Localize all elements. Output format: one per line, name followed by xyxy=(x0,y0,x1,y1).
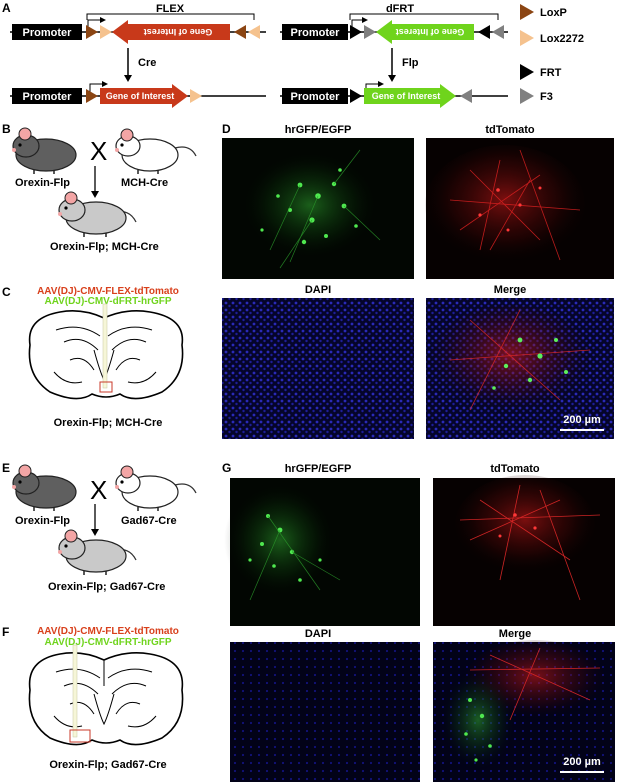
cre-label: Cre xyxy=(138,57,156,69)
title-d-gfp: hrGFP/EGFP xyxy=(285,124,352,136)
image-d-dapi xyxy=(222,298,414,439)
panel-letter-g: G xyxy=(222,461,231,475)
frt-swatch xyxy=(520,64,534,80)
panel-letter-d: D xyxy=(222,122,231,136)
mouse-offspring-e xyxy=(58,529,137,575)
dfrt-construct: dFRT Promoter Gene of Interest Flp Promo… xyxy=(280,3,508,108)
scale-label-g: 200 µm xyxy=(563,756,601,768)
caption-f: Orexin-Flp; Gad67-Cre xyxy=(49,759,166,771)
panel-letter-e: E xyxy=(2,461,10,475)
flp-label: Flp xyxy=(402,57,419,69)
title-g-tdtomato: tdTomato xyxy=(490,463,540,475)
label-offspring-b: Orexin-Flp; MCH-Cre xyxy=(50,241,159,253)
label-orexin-flp-e: Orexin-Flp xyxy=(15,515,70,527)
legend-f3: F3 xyxy=(540,91,553,103)
injection-site-f xyxy=(69,729,91,743)
title-d-merge: Merge xyxy=(494,284,526,296)
label-orexin-flp-b: Orexin-Flp xyxy=(15,177,70,189)
brain-injection-f: AAV(DJ)-CMV-FLEX-tdTomato AAV(DJ)-CMV-dF… xyxy=(28,626,184,771)
virus-flex-c: AAV(DJ)-CMV-FLEX-tdTomato xyxy=(37,286,179,297)
title-g-merge: Merge xyxy=(499,628,531,640)
panel-letter-b: B xyxy=(2,122,11,136)
image-g-gfp xyxy=(224,478,420,626)
site-legend: LoxP Lox2272 FRT F3 xyxy=(520,4,584,104)
virus-dfrt-f: AAV(DJ)-CMV-dFRT-hrGFP xyxy=(44,637,171,648)
caption-c: Orexin-Flp; MCH-Cre xyxy=(54,417,163,429)
dfrt-promoter: Promoter xyxy=(291,27,341,39)
flex-gene-forward: Gene of Interest xyxy=(106,91,175,101)
dfrt-title: dFRT xyxy=(386,3,414,15)
flex-construct: FLEX Promoter Gene of Interest Cre Promo… xyxy=(10,3,266,108)
dfrt-gene-forward: Gene of Interest xyxy=(372,91,441,101)
mouse-orexin-flp-e xyxy=(12,464,77,511)
mouse-mch-cre xyxy=(115,128,197,174)
flex-title: FLEX xyxy=(156,3,185,15)
label-offspring-e: Orexin-Flp; Gad67-Cre xyxy=(48,581,165,593)
lox2272-swatch xyxy=(520,30,534,46)
image-d-tdtomato xyxy=(425,138,614,279)
image-g-merge: 200 µm xyxy=(433,640,615,782)
mouse-orexin-flp xyxy=(12,127,77,174)
flex-promoter-recombined: Promoter xyxy=(23,91,73,103)
title-d-dapi: DAPI xyxy=(305,284,331,296)
flex-gene-inverted: Gene of Interest xyxy=(144,27,213,37)
brain-injection-c: AAV(DJ)-CMV-FLEX-tdTomato AAV(DJ)-CMV-dF… xyxy=(28,286,184,429)
flex-promoter: Promoter xyxy=(23,27,73,39)
cross-symbol-b: X xyxy=(90,136,107,166)
injection-site-c xyxy=(99,381,113,393)
label-mch-cre: MCH-Cre xyxy=(121,177,168,189)
injection-needle-c xyxy=(102,303,108,389)
image-d-merge: 200 µm xyxy=(426,298,614,439)
panel-letter-a: A xyxy=(2,1,11,15)
loxp-swatch xyxy=(520,4,534,20)
legend-frt: FRT xyxy=(540,67,562,79)
title-g-dapi: DAPI xyxy=(305,628,331,640)
breeding-diagram-b: X Orexin-Flp MCH-Cre Orexin-Flp; MCH-Cre xyxy=(12,127,197,253)
dfrt-promoter-recombined: Promoter xyxy=(291,91,341,103)
micrographs-d: hrGFP/EGFP tdTomato DAPI Merge xyxy=(222,124,614,439)
legend-lox2272: Lox2272 xyxy=(540,33,584,45)
virus-flex-f: AAV(DJ)-CMV-FLEX-tdTomato xyxy=(37,626,179,637)
micrographs-g: hrGFP/EGFP tdTomato DAPI Merge xyxy=(224,463,615,782)
image-g-dapi xyxy=(230,642,420,782)
mouse-offspring-b xyxy=(58,191,137,237)
injection-needle-f xyxy=(72,644,78,738)
panel-letter-c: C xyxy=(2,285,11,299)
mouse-gad67-cre xyxy=(115,465,197,511)
image-g-tdtomato xyxy=(433,475,615,626)
title-g-gfp: hrGFP/EGFP xyxy=(285,463,352,475)
breeding-diagram-e: X Orexin-Flp Gad67-Cre Orexin-Flp; Gad67… xyxy=(12,464,197,593)
legend-loxp: LoxP xyxy=(540,7,567,19)
label-gad67-cre: Gad67-Cre xyxy=(121,515,177,527)
scale-label-d: 200 µm xyxy=(563,414,601,426)
virus-dfrt-c: AAV(DJ)-CMV-dFRT-hrGFP xyxy=(44,296,171,307)
f3-swatch xyxy=(520,88,534,104)
dfrt-gene-inverted: Gene of Interest xyxy=(396,27,465,37)
panel-letter-f: F xyxy=(2,625,9,639)
title-d-tdtomato: tdTomato xyxy=(485,124,535,136)
brain-outline-f xyxy=(28,652,184,746)
image-d-gfp xyxy=(222,138,414,279)
cross-symbol-e: X xyxy=(90,475,107,505)
